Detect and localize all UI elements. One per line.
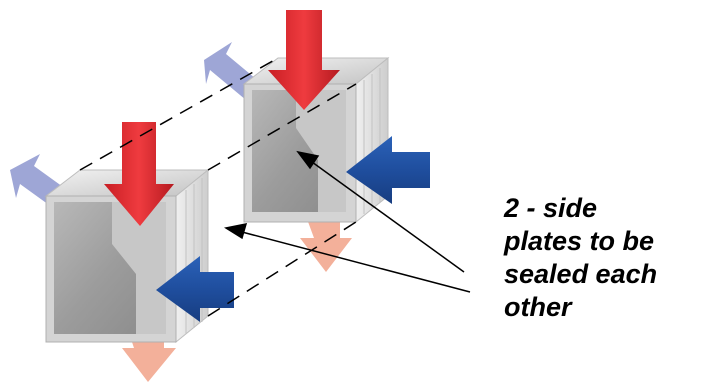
pointer-arrows <box>224 150 471 293</box>
pointer-line-right <box>311 161 465 273</box>
arrow-down-icon <box>268 10 340 110</box>
plate-face-highlight <box>296 90 346 212</box>
pointer-head-icon <box>296 150 320 170</box>
arrow-left-icon <box>156 256 234 322</box>
annotation-line: plates to be <box>504 226 655 256</box>
annotation-line: 2 - side <box>504 193 598 223</box>
pointer-line-left <box>241 231 471 293</box>
annotation-line: other <box>504 292 572 322</box>
heat-exchanger-unit-right <box>204 10 430 272</box>
annotation-line: sealed each <box>504 259 658 289</box>
annotation-text: 2 - side plates to be sealed each other <box>504 192 700 324</box>
plate-face-highlight <box>112 202 166 334</box>
arrow-left-icon <box>346 136 430 204</box>
heat-exchanger-unit-left <box>10 122 234 382</box>
cube-side-plate <box>175 168 209 344</box>
alignment-lines <box>79 57 357 317</box>
pointer-head-icon <box>224 223 248 240</box>
arrow-down-icon <box>104 122 174 226</box>
